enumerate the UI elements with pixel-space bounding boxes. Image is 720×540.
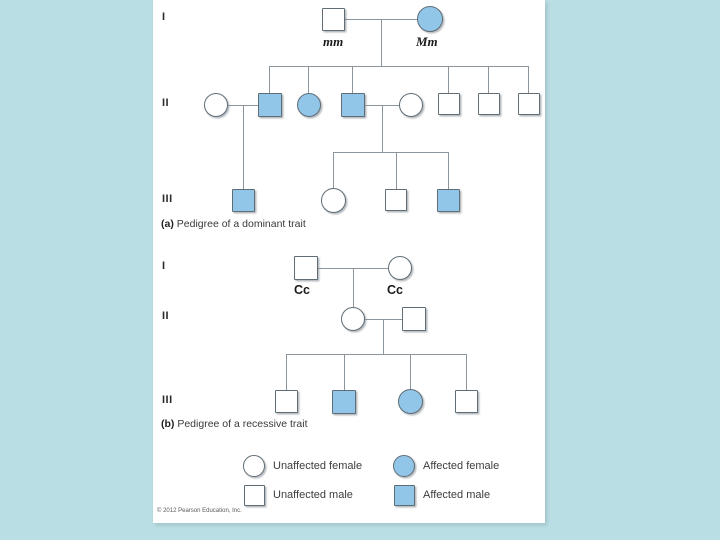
pedigree-a-sibship-bar-II	[269, 66, 528, 67]
pedigree-b-drop-line-III-3	[410, 354, 411, 392]
pedigree-a-individual-III-2-female-unaffected[interactable]	[321, 188, 346, 213]
pedigree-a-drop-line-II-8	[528, 66, 529, 95]
pedigree-b-individual-III-1-male-unaffected[interactable]	[275, 390, 298, 413]
pedigree-a-individual-II-2-male-affected[interactable]	[258, 93, 282, 117]
pedigree-a-individual-I-2-female-affected[interactable]	[417, 6, 443, 32]
pedigree-b-generation-label-I: I	[162, 260, 166, 272]
legend-label-unaffected-male: Unaffected male	[273, 489, 353, 501]
pedigree-a-genotype-I-1: mm	[323, 34, 344, 49]
pedigree-a-drop-line-III-4	[448, 152, 449, 191]
pedigree-a-individual-III-3-male-unaffected[interactable]	[385, 189, 407, 211]
pedigree-a-individual-II-7-male-unaffected[interactable]	[478, 93, 500, 115]
pedigree-a-individual-II-1-female-unaffected[interactable]	[204, 93, 228, 117]
figure-panel: I II III mm Mm	[153, 0, 545, 523]
pedigree-b-individual-II-1-female-unaffected[interactable]	[341, 307, 365, 331]
pedigree-b-individual-I-2-female-unaffected[interactable]	[388, 256, 412, 280]
pedigree-b-genotype-I-1: Cc	[294, 283, 310, 297]
pedigree-a-drop-line-III-3	[396, 152, 397, 191]
legend-label-affected-female: Affected female	[423, 460, 500, 472]
pedigree-b-individual-III-2-male-affected[interactable]	[332, 390, 356, 414]
pedigree-a-genotype-I-2: Mm	[416, 34, 438, 49]
pedigree-a-caption-prefix: (a)	[161, 218, 174, 230]
legend-swatch-unaffected-female-icon	[243, 455, 265, 477]
pedigree-b-individual-II-2-male-unaffected[interactable]	[402, 307, 426, 331]
pedigree-b-descent-line-II	[383, 319, 384, 354]
pedigree-a-individual-II-6-male-unaffected[interactable]	[438, 93, 460, 115]
pedigree-a-individual-III-1-male-affected[interactable]	[232, 189, 255, 212]
copyright-notice: © 2012 Pearson Education, Inc.	[157, 508, 242, 514]
pedigree-a-individual-II-5-female-unaffected[interactable]	[399, 93, 423, 117]
pedigree-a-sibship-bar-III	[333, 152, 448, 153]
pedigree-a-descent-line-II-2	[382, 105, 383, 152]
pedigree-b-caption-prefix: (b)	[161, 418, 175, 430]
legend-label-unaffected-female: Unaffected female	[273, 460, 363, 472]
pedigree-a-individual-II-8-male-unaffected[interactable]	[518, 93, 540, 115]
pedigree-a-caption-text: Pedigree of a dominant trait	[176, 218, 306, 230]
pedigree-a-drop-line-II-6	[448, 66, 449, 95]
pedigree-a-descent-line-I	[381, 19, 382, 66]
pedigree-a-individual-II-4-male-affected[interactable]	[341, 93, 365, 117]
pedigree-a-generation-label-I: I	[162, 11, 166, 23]
pedigree-a-individual-II-3-female-affected[interactable]	[297, 93, 321, 117]
pedigree-b-individual-III-4-male-unaffected[interactable]	[455, 390, 478, 413]
pedigree-b-drop-line-III-1	[286, 354, 287, 392]
pedigree-b-sibship-bar-III	[286, 354, 466, 355]
pedigree-a-caption: (a) Pedigree of a dominant trait	[161, 218, 306, 230]
pedigree-a-descent-line-II-1	[243, 105, 244, 191]
pedigree-a-generation-label-III: III	[162, 193, 173, 205]
pedigree-b-descent-line-I	[353, 268, 354, 307]
legend-swatch-affected-male-icon	[394, 485, 415, 506]
pedigree-a-individual-III-4-male-affected[interactable]	[437, 189, 460, 212]
pedigree-b-drop-line-III-4	[466, 354, 467, 392]
legend-label-affected-male: Affected male	[423, 489, 491, 501]
pedigree-b-generation-label-II: II	[162, 310, 170, 322]
pedigree-b-individual-III-3-female-affected[interactable]	[398, 389, 423, 414]
pedigree-a-drop-line-II-3	[308, 66, 309, 95]
legend-swatch-unaffected-male-icon	[244, 485, 265, 506]
pedigree-b-caption-text: Pedigree of a recessive trait	[177, 418, 308, 430]
pedigree-a-drop-line-II-7	[488, 66, 489, 95]
pedigree-b-individual-I-1-male-unaffected[interactable]	[294, 256, 318, 280]
pedigree-a-drop-line-III-2	[333, 152, 334, 191]
pedigree-b-caption: (b) Pedigree of a recessive trait	[161, 418, 308, 430]
pedigree-b-drop-line-III-2	[344, 354, 345, 392]
legend-swatch-affected-female-icon	[393, 455, 415, 477]
pedigree-a-individual-I-1-male-unaffected[interactable]	[322, 8, 345, 31]
pedigree-a-drop-line-II-4	[352, 66, 353, 95]
pedigree-a-generation-label-II: II	[162, 97, 170, 109]
pedigree-b-generation-label-III: III	[162, 394, 173, 406]
pedigree-a-drop-line-II-2	[269, 66, 270, 95]
pedigree-b-genotype-I-2: Cc	[387, 283, 403, 297]
